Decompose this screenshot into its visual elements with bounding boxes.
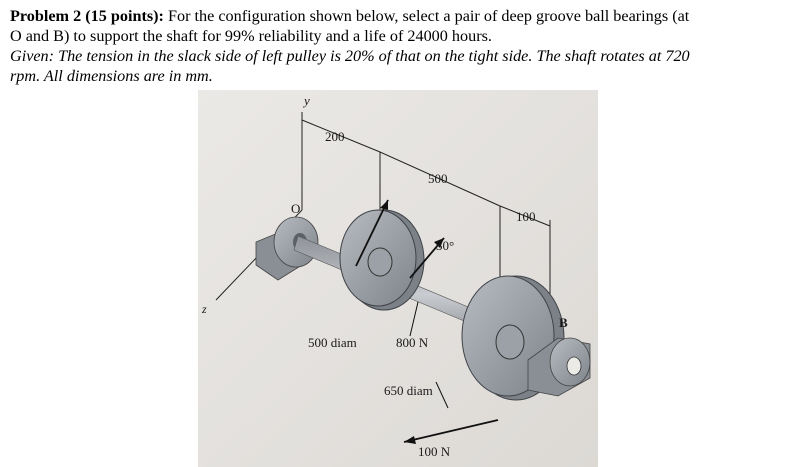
origin-label: O — [291, 201, 300, 216]
dimension-line-200 — [301, 119, 381, 153]
dimension-200-label: 200 — [325, 129, 345, 144]
left-pulley-diameter-label: 500 diam — [308, 335, 357, 350]
given-line-1: Given: The tension in the slack side of … — [10, 47, 690, 65]
force-800-label: 800 N — [396, 335, 429, 350]
dimension-line-500 — [379, 151, 501, 207]
problem-heading: Problem 2 (15 points): — [10, 7, 164, 25]
right-pulley-diameter-label: 650 diam — [384, 383, 433, 398]
dimension-100-label: 100 — [516, 209, 536, 224]
bearing-b — [527, 337, 591, 397]
force-650-leader — [435, 381, 449, 409]
tension-arrow-left-upper — [355, 199, 389, 267]
y-axis-label: y — [302, 93, 310, 108]
problem-line-1: Problem 2 (15 points): For the configura… — [10, 6, 795, 26]
problem-statement-part-1: For the configuration shown below, selec… — [163, 7, 690, 25]
dimension-500-label: 500 — [428, 171, 448, 186]
problem-text: Problem 2 (15 points): For the configura… — [10, 6, 795, 86]
z-axis-label: z — [201, 302, 207, 316]
tension-arrowhead-left-upper — [380, 200, 388, 210]
bearing-b-label: B — [559, 315, 568, 330]
tension-arrowhead-30deg — [434, 238, 444, 248]
angle-label: 30° — [436, 238, 454, 253]
force-100-arrowhead — [404, 436, 416, 444]
force-100-arrow — [403, 419, 499, 443]
shaft-figure: y z O 200 500 100 — [198, 90, 598, 467]
problem-statement-part-2: O and B) to support the shaft for 99% re… — [10, 27, 492, 45]
force-100-label: 100 N — [418, 444, 451, 459]
shaft-diagram: y z O 200 500 100 — [198, 90, 598, 467]
given-line-2: rpm. All dimensions are in mm. — [10, 67, 213, 85]
force-800-leader — [409, 301, 419, 337]
dimension-line-100 — [499, 205, 551, 227]
